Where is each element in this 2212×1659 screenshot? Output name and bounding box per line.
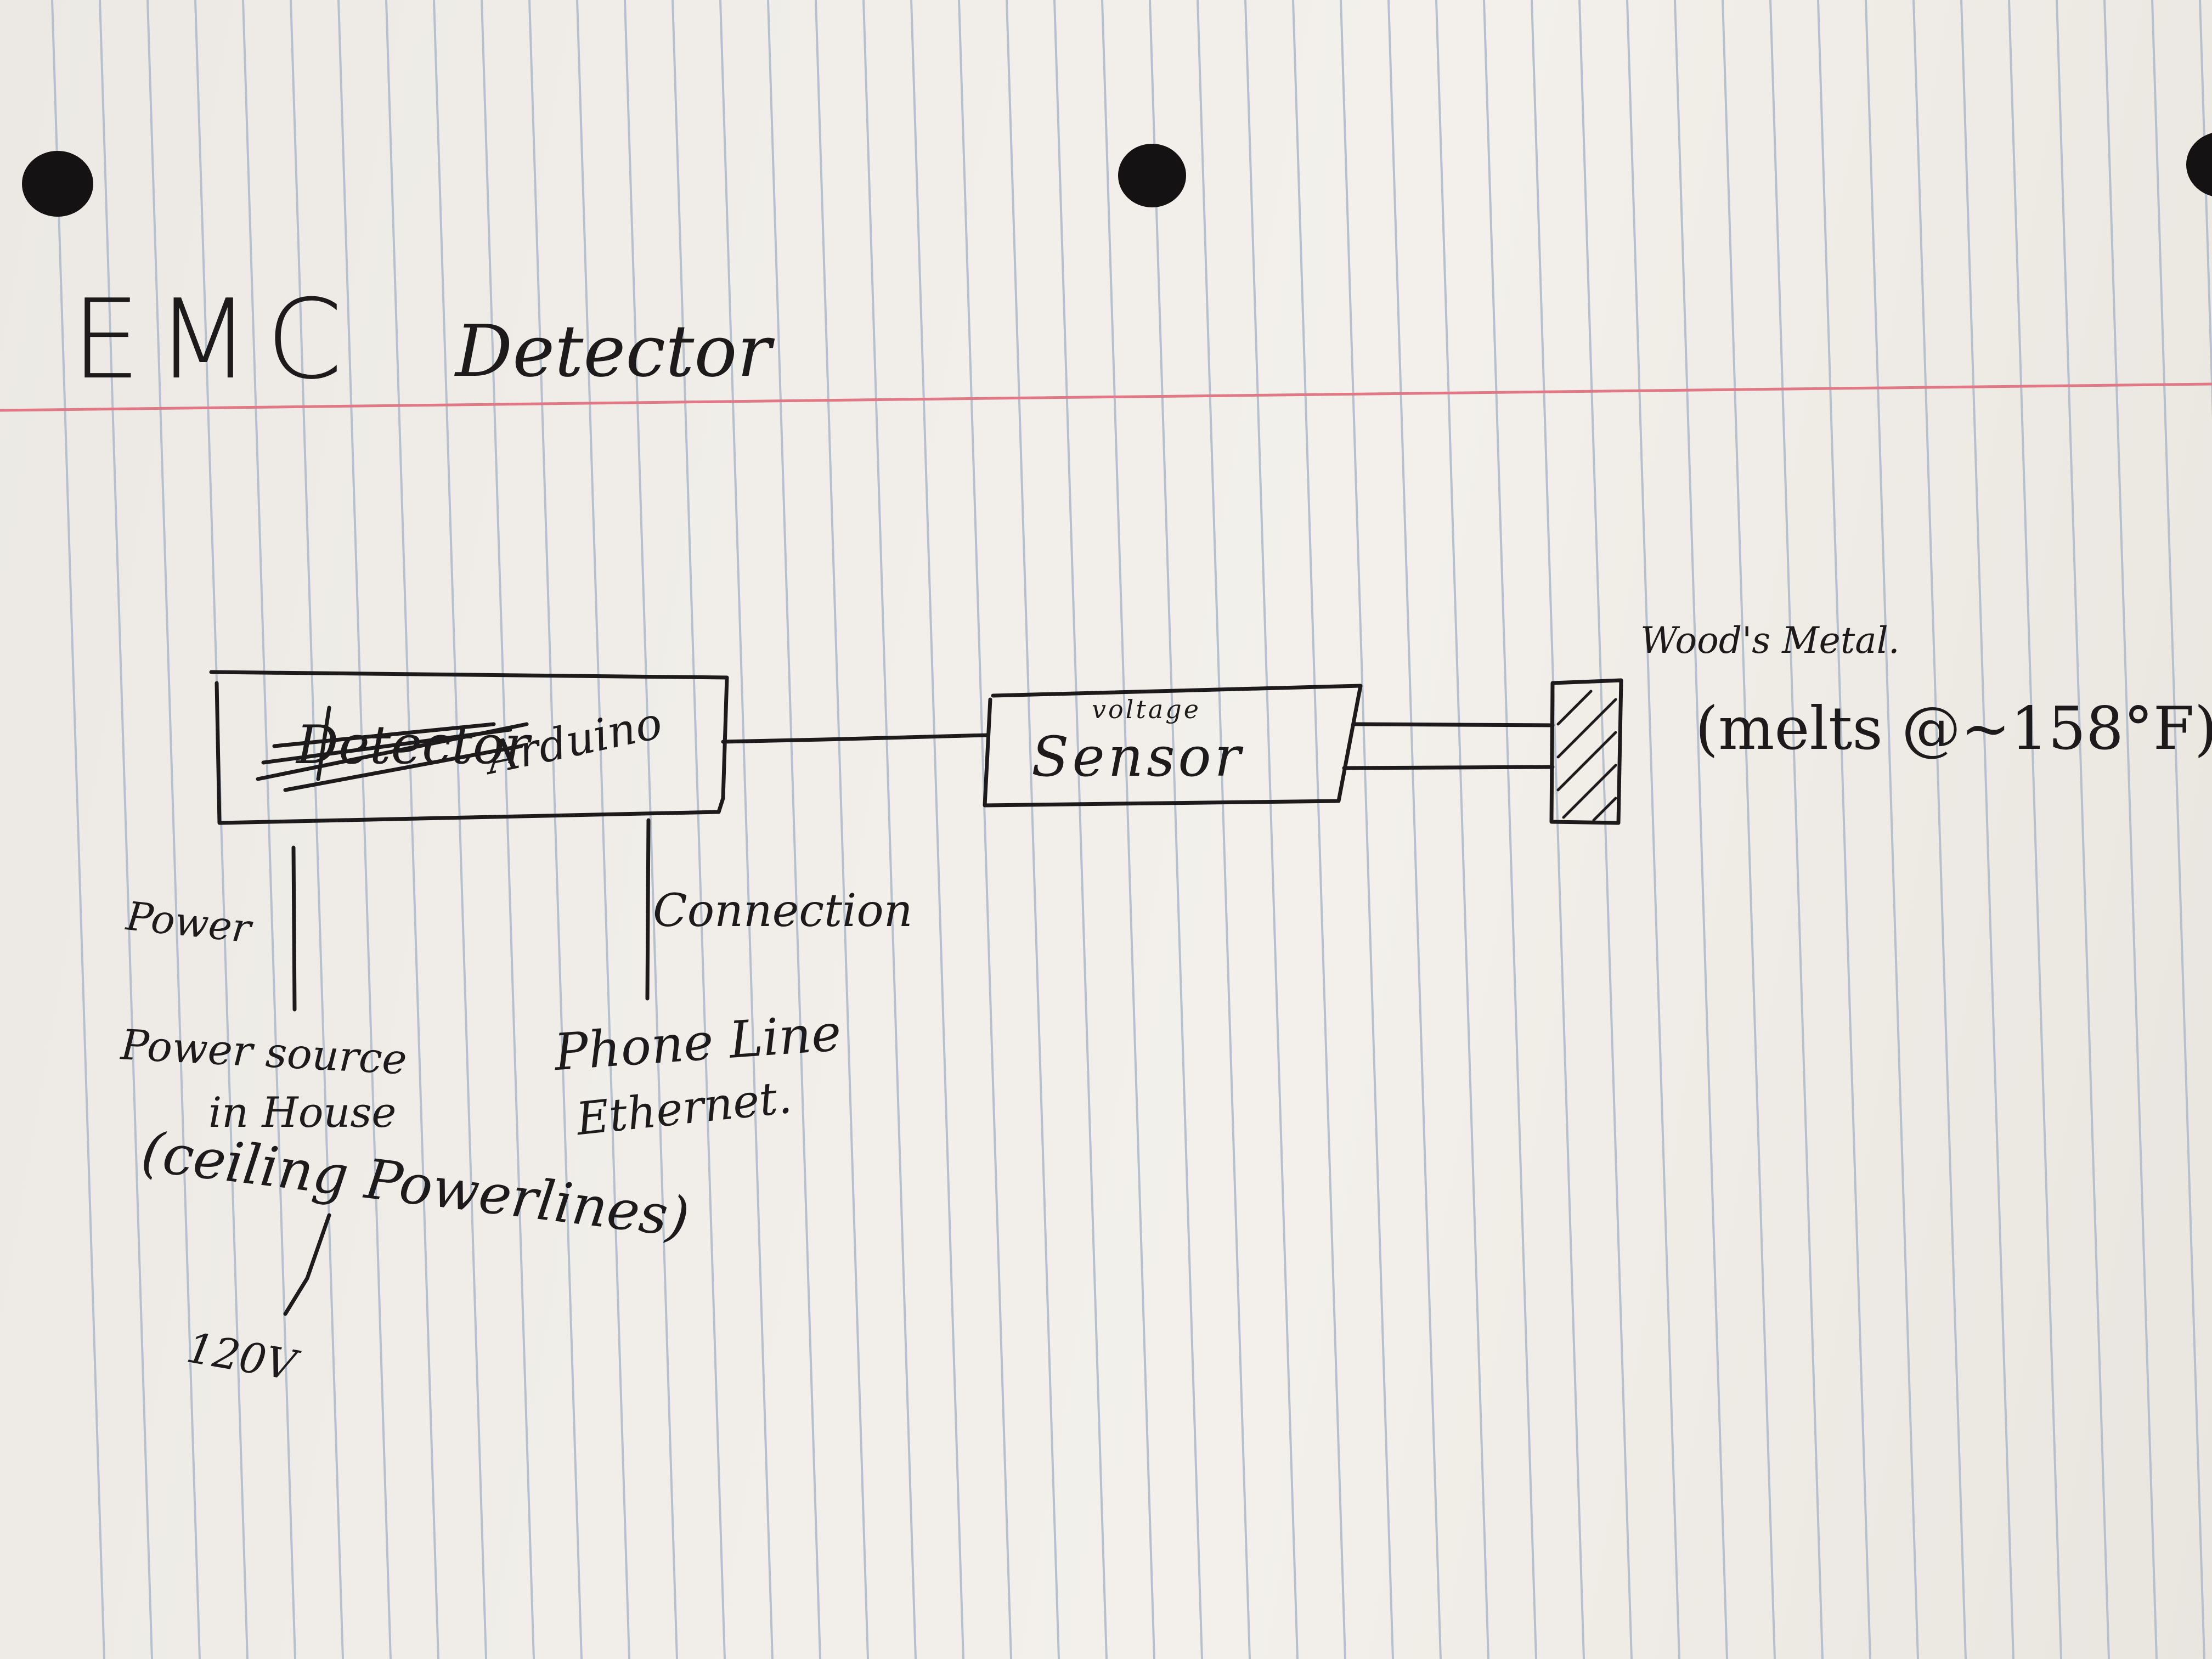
ruled-line [481, 0, 535, 1659]
ruled-line [2056, 0, 2110, 1659]
ruled-line [51, 0, 105, 1659]
ruled-line [1817, 0, 1871, 1659]
wire-sensor-metal-top [1353, 722, 1555, 727]
wire-sensor-metal-bottom [1342, 765, 1555, 770]
power-line [291, 845, 297, 1012]
ruled-line [1244, 0, 1299, 1659]
page-title-detector: Detector [455, 309, 771, 393]
ruled-line [2199, 0, 2212, 419]
ruled-line [672, 0, 726, 1659]
power-label: Power [124, 893, 253, 952]
punch-hole-left [22, 151, 93, 217]
ruled-line [385, 0, 439, 1659]
strike-scribble [256, 706, 529, 792]
punch-hole-right [2186, 133, 2212, 196]
sensor-box [983, 684, 1363, 808]
ruled-line [719, 0, 774, 1659]
ruled-line [99, 0, 153, 1659]
sensor-annotation: voltage [1092, 695, 1201, 724]
ruled-line [146, 0, 201, 1659]
ruled-line [242, 0, 296, 1659]
ruled-line [1387, 0, 1442, 1659]
ruled-line [433, 0, 487, 1659]
ruled-line [1006, 0, 1060, 1659]
ruled-line [1626, 0, 1680, 1659]
ruled-line [194, 0, 249, 1659]
ruled-line [528, 0, 583, 1659]
ruled-line [1722, 0, 1776, 1659]
ruled-line [1483, 0, 1537, 1659]
ruled-line [2103, 0, 2158, 1659]
ruled-line [767, 0, 821, 1659]
connection-label: Connection [653, 885, 913, 937]
ruled-line [1578, 0, 1633, 1659]
ruled-line [624, 0, 678, 1659]
ruled-line [910, 0, 964, 1659]
ruled-line [1912, 0, 1967, 1659]
ruled-line [1435, 0, 1489, 1659]
page-title-emc: EMC [71, 276, 358, 404]
ruled-line [2151, 0, 2205, 1659]
connection-line [645, 818, 651, 1001]
ruled-line [2008, 0, 2062, 1659]
ruled-line [1292, 0, 1346, 1659]
ruled-line [1149, 0, 1203, 1659]
ruled-line [958, 0, 1012, 1659]
margin-rule [0, 382, 2212, 412]
sensor-label: Sensor [1031, 725, 1244, 789]
ruled-line [1053, 0, 1108, 1659]
ruled-line [1865, 0, 1919, 1659]
ruled-line [1101, 0, 1155, 1659]
ruled-line [1197, 0, 1251, 1659]
ruled-line [576, 0, 630, 1659]
ruled-line [1769, 0, 1824, 1659]
power-source-line2: in House [208, 1088, 397, 1137]
metal-label: Wood's Metal. [1640, 619, 1900, 662]
ruled-line [815, 0, 869, 1659]
wire-arduino-sensor [721, 733, 990, 744]
arduino-box [209, 670, 729, 825]
ceiling-arrow [283, 1213, 331, 1316]
arduino-struck-label: Detector [296, 714, 530, 776]
metal-hatching [1556, 690, 1617, 822]
punch-hole-center [1118, 144, 1186, 207]
ruled-line [290, 0, 344, 1659]
ruled-line [1674, 0, 1728, 1659]
punch-holes [22, 133, 2212, 217]
ruled-line [1531, 0, 1585, 1659]
metal-note: (melts @~158°F) [1695, 695, 2212, 763]
ruled-line [337, 0, 392, 1659]
ruled-line [1340, 0, 1394, 1659]
ruled-line [862, 0, 917, 1659]
ruled-line [1960, 0, 2015, 1659]
metal-block [1549, 678, 1623, 825]
